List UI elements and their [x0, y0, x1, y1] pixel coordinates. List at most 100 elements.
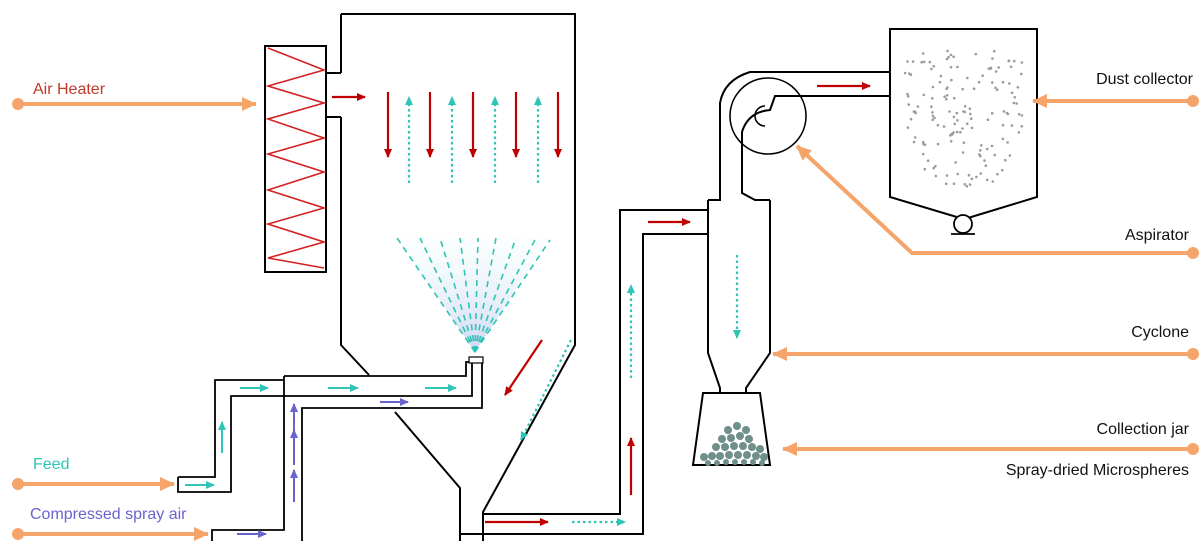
dust-particle — [961, 87, 964, 91]
dust-collector — [889, 28, 1038, 235]
dust-particle — [921, 140, 925, 144]
dust-particle — [911, 60, 915, 63]
dust-particle — [987, 67, 990, 70]
dust-particle — [1002, 110, 1006, 113]
dust-particle — [994, 86, 997, 90]
dust-particle — [913, 136, 917, 139]
dust-particle — [923, 143, 927, 147]
dust-particle — [949, 140, 953, 143]
dust-particle — [913, 110, 917, 114]
dust-particle — [952, 55, 955, 58]
dust-particle — [1020, 125, 1024, 128]
dust-particle — [965, 184, 969, 188]
dust-particle — [947, 55, 950, 59]
dust-particle — [969, 112, 972, 116]
dust-particle — [926, 159, 930, 162]
dust-particle — [1001, 123, 1005, 127]
dust-particle — [952, 96, 956, 100]
dust-particle — [991, 57, 994, 60]
dust-particle — [949, 53, 953, 57]
cyclone — [707, 71, 890, 393]
cyclone-connector — [772, 347, 1199, 361]
dust-particle — [930, 67, 933, 71]
air-inlet-duct — [326, 72, 341, 118]
dust-particle — [972, 87, 976, 90]
dust-particle — [943, 95, 946, 98]
dust-particle — [934, 174, 938, 178]
dust-particle — [1008, 154, 1012, 157]
dust-particle — [974, 52, 978, 56]
dust-particle — [954, 161, 957, 164]
dust-particle — [961, 151, 965, 154]
dust-particle — [931, 118, 934, 122]
dust-particle — [990, 111, 994, 115]
feed-connector — [12, 477, 175, 491]
label-connectors — [12, 94, 1199, 541]
dust-particle — [990, 144, 994, 148]
dust-particle — [945, 57, 949, 61]
aspirator-label: Aspirator — [1124, 227, 1189, 244]
dust-particle — [994, 70, 998, 73]
dust-particle — [922, 60, 926, 64]
dust-particle — [942, 125, 946, 128]
dust-collector-label: Dust collector — [1096, 71, 1193, 88]
dust-particle — [928, 60, 932, 64]
dust-particle — [931, 111, 934, 114]
product-down-arrow — [504, 339, 543, 396]
dust-particle — [955, 130, 959, 134]
dust-particle — [956, 172, 959, 176]
dust-particle — [946, 49, 949, 53]
dust-particle — [1010, 91, 1014, 95]
dust-particle — [920, 60, 923, 64]
dust-particle — [956, 65, 959, 69]
dust-particle — [921, 152, 925, 156]
dust-particle — [1020, 72, 1023, 76]
dust-particle — [1020, 114, 1024, 117]
dust-particle — [934, 164, 937, 168]
dust-particle — [907, 103, 911, 106]
dust-particle — [980, 144, 983, 147]
dust-particle — [945, 97, 948, 101]
dust-particle — [939, 74, 943, 78]
dust-particle — [966, 76, 969, 80]
dust-particle — [979, 172, 983, 175]
dust-particle — [1008, 82, 1011, 85]
transfer-duct — [459, 209, 708, 541]
dust-particle — [995, 88, 999, 92]
dust-particle — [975, 175, 978, 179]
dust-particle — [993, 153, 996, 157]
dust-particle — [992, 49, 996, 53]
dust-particle — [936, 142, 940, 146]
dust-particle — [970, 126, 974, 130]
dust-particle — [906, 60, 909, 63]
dust-particle — [938, 80, 942, 84]
dust-particle — [949, 66, 953, 69]
feed-flow-arrows — [185, 384, 457, 489]
dust-particle — [1001, 137, 1005, 141]
dust-particle — [916, 105, 920, 108]
dust-particle — [945, 174, 949, 177]
dust-particle — [923, 167, 926, 171]
hot-air-down-arrows — [384, 92, 562, 158]
dust-particle — [981, 74, 984, 77]
dust-particle — [991, 81, 994, 84]
dust-particle — [1017, 112, 1021, 116]
dust-particle — [945, 87, 948, 90]
dust-particle — [977, 80, 981, 84]
dust-particle — [1017, 131, 1021, 134]
dust-particle — [906, 95, 910, 98]
dust-particle — [1001, 80, 1005, 84]
dust-particle — [997, 66, 1000, 69]
dust-particle — [1001, 168, 1004, 172]
dust-particle — [1007, 59, 1011, 63]
dust-particle — [967, 173, 971, 177]
dust-particle — [983, 159, 986, 162]
dust-particle — [921, 52, 925, 55]
dust-particle — [979, 149, 982, 152]
dust-particle — [906, 126, 910, 129]
air-heater-connector — [12, 97, 257, 111]
particles-down-arrow — [520, 339, 572, 441]
dust-particle — [956, 119, 959, 122]
dust-particle — [984, 164, 988, 167]
